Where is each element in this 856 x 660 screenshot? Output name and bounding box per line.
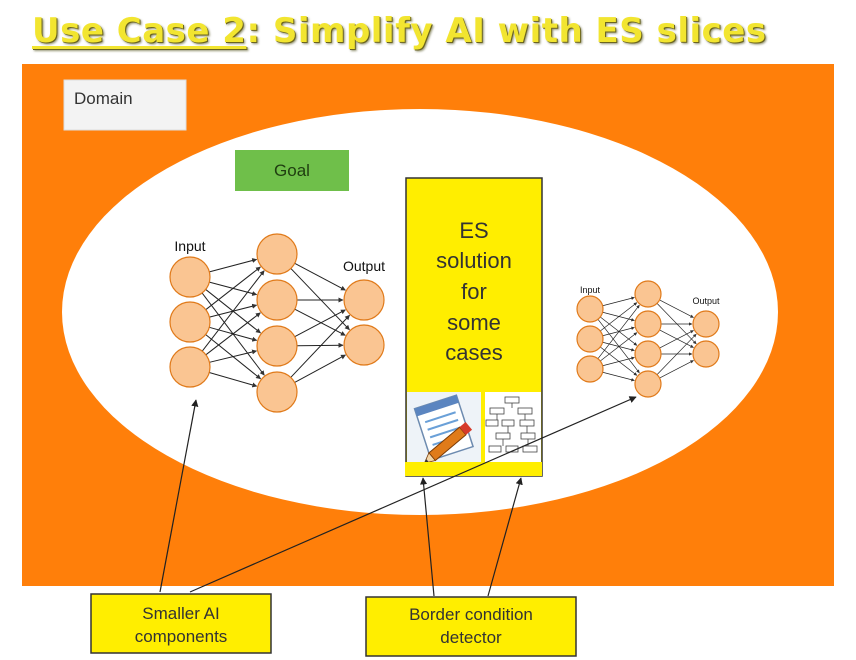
right-net-edge [602, 311, 635, 322]
left-net-edge [294, 308, 346, 336]
right-net-edge [659, 299, 694, 318]
smaller-ai-line-2: components [135, 627, 228, 646]
domain-label-box [63, 79, 187, 131]
right-net-edge [659, 360, 694, 379]
left-net-edge [201, 270, 265, 352]
right-net-edge [656, 333, 697, 375]
left-net-node [256, 371, 298, 413]
left-net-node [343, 279, 385, 321]
es-line-1: ES [459, 218, 488, 243]
left-net-edge [294, 354, 346, 383]
smaller-ai-line-1: Smaller AI [142, 604, 219, 623]
right-net-node [692, 340, 720, 368]
right-net-edge [602, 296, 635, 307]
left-net-edge [209, 349, 258, 363]
right-net-edge [600, 346, 638, 376]
flowchart-icon [485, 392, 541, 462]
left-net-node [256, 279, 298, 321]
right-net-input-label: Input [580, 285, 601, 295]
left-net-edge [205, 312, 261, 356]
arrow-smaller-ai-to-right-net [189, 396, 637, 593]
left-net-node [169, 256, 211, 298]
es-line-3: for [461, 279, 487, 304]
callout-arrows [159, 396, 637, 597]
right-net-node [634, 340, 662, 368]
left-net-input-label: Input [174, 238, 205, 254]
left-net-edge [209, 258, 258, 273]
left-net-node [169, 301, 211, 343]
left-net-node [256, 233, 298, 275]
left-net-node [343, 324, 385, 366]
right-net-edge [656, 303, 697, 345]
right-net-output-label: Output [692, 296, 720, 306]
right-net-edge [597, 304, 640, 359]
right-net-node [576, 295, 604, 323]
left-net-edge [296, 342, 344, 348]
right-net-edge [602, 341, 635, 352]
es-line-5: cases [445, 340, 502, 365]
left-net-output-label: Output [343, 258, 385, 274]
right-net-node [634, 280, 662, 308]
border-detector-callout [365, 596, 577, 657]
left-net-edge [294, 309, 346, 338]
es-line-4: some [447, 310, 501, 335]
right-net-edge [602, 356, 635, 367]
right-neural-network [576, 280, 720, 398]
smaller-ai-callout [90, 593, 272, 654]
right-net-node [576, 325, 604, 353]
page-title: Use Case 2: Simplify AI with ES slices [32, 6, 767, 56]
right-net-node [634, 310, 662, 338]
right-net-edge [600, 302, 638, 332]
border-detector-line-2: detector [440, 628, 502, 647]
left-net-edge [294, 262, 346, 291]
right-net-node [576, 355, 604, 383]
right-net-node [634, 370, 662, 398]
left-net-edge [209, 372, 258, 388]
goal-label: Goal [274, 161, 310, 180]
border-detector-line-1: Border condition [409, 605, 533, 624]
right-net-edge [600, 316, 638, 346]
right-net-edge [659, 329, 694, 348]
right-net-node [692, 310, 720, 338]
left-net-edge [290, 268, 350, 331]
goal-box [235, 150, 349, 191]
right-net-edge [659, 330, 694, 349]
left-net-edge [290, 314, 350, 378]
arrow-border-detector-to-es-left [420, 477, 435, 597]
title-rest: : Simplify AI with ES slices [246, 11, 767, 51]
notepad-pencil-icon [405, 392, 542, 476]
left-neural-network [169, 233, 385, 413]
right-net-edge [600, 332, 638, 362]
title-underlined: Use Case 2 [32, 11, 247, 51]
right-net-edge [602, 371, 635, 382]
arrow-border-detector-to-es-right [487, 477, 523, 597]
es-line-2: solution [436, 248, 512, 273]
left-net-node [169, 346, 211, 388]
arrow-smaller-ai-to-left-net [159, 399, 199, 593]
domain-label: Domain [74, 89, 133, 108]
left-net-node [256, 325, 298, 367]
left-net-edge [205, 266, 261, 311]
